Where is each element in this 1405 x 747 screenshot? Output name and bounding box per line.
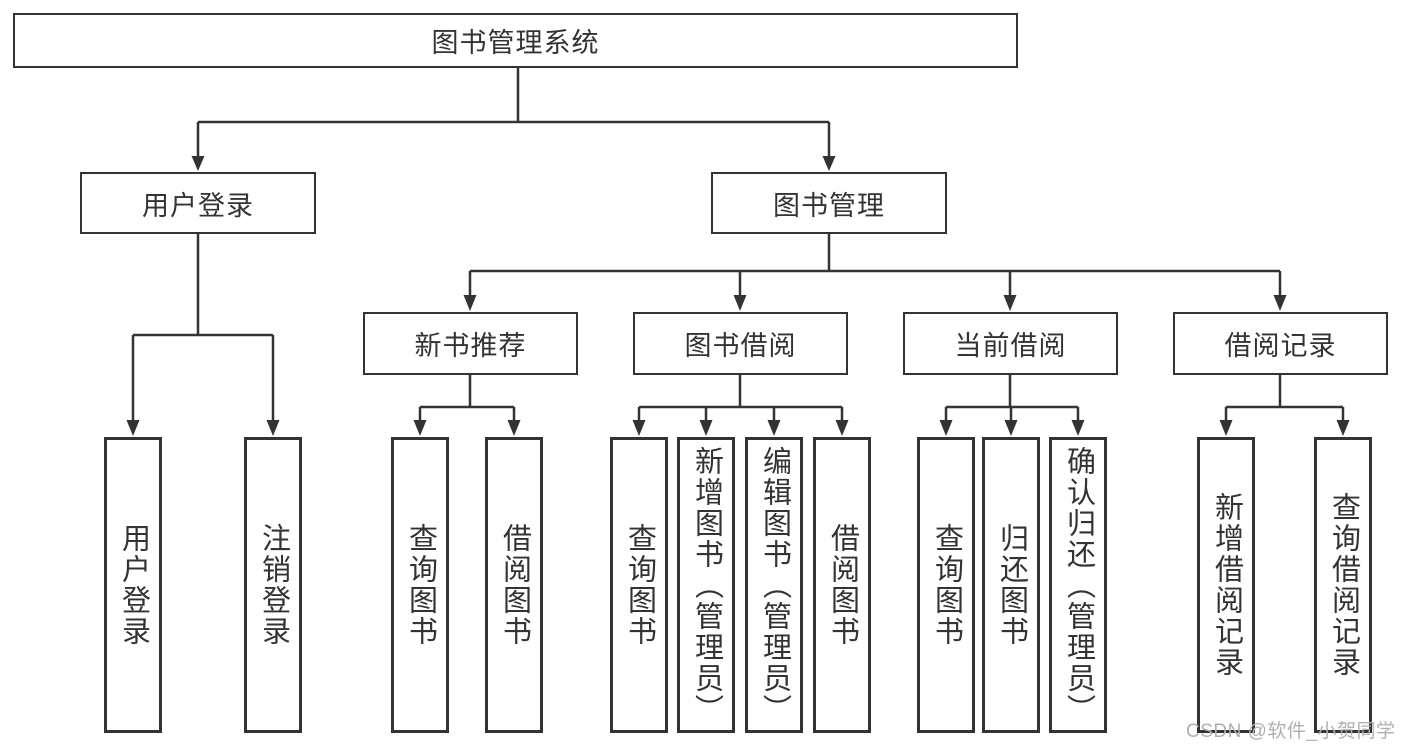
leaf-current-return-books-label: 归还图书 xyxy=(995,523,1028,647)
leaf-records-query-record: 查询借阅记录 xyxy=(1314,437,1372,733)
leaf-logout: 注销登录 xyxy=(244,437,302,733)
leaf-current-return-books: 归还图书 xyxy=(982,437,1040,733)
leaf-records-add-record-label: 新增借阅记录 xyxy=(1210,492,1243,678)
node-user-login: 用户登录 xyxy=(80,172,316,234)
leaf-recommend-query-books: 查询图书 xyxy=(391,437,449,733)
leaf-borrowing-query-books-label: 查询图书 xyxy=(623,523,656,647)
leaf-logout-label: 注销登录 xyxy=(257,523,290,647)
node-book-management: 图书管理 xyxy=(711,172,947,234)
leaf-current-confirm-return-admin-label: 确认归还（管理员） xyxy=(1062,445,1095,725)
leaf-current-query-books-label: 查询图书 xyxy=(930,523,963,647)
leaf-borrowing-edit-books-admin: 编辑图书（管理员） xyxy=(745,437,803,733)
leaf-recommend-borrow-books: 借阅图书 xyxy=(485,437,543,733)
node-book-borrowing-label: 图书借阅 xyxy=(684,331,797,361)
node-library-system: 图书管理系统 xyxy=(13,13,1018,68)
node-new-book-recommend: 新书推荐 xyxy=(363,312,578,375)
leaf-user-login: 用户登录 xyxy=(104,437,162,733)
leaf-borrowing-add-books-admin: 新增图书（管理员） xyxy=(677,437,735,733)
tree-connectors xyxy=(131,68,1345,422)
leaf-borrowing-borrow-books: 借阅图书 xyxy=(813,437,871,733)
leaf-recommend-borrow-books-label: 借阅图书 xyxy=(498,523,531,647)
leaf-borrowing-query-books: 查询图书 xyxy=(610,437,668,733)
leaf-records-add-record: 新增借阅记录 xyxy=(1197,437,1255,733)
node-library-system-label: 图书管理系统 xyxy=(431,28,600,58)
csdn-watermark: CSDN @软件_小贺同学 xyxy=(1186,721,1396,742)
leaf-recommend-query-books-label: 查询图书 xyxy=(404,523,437,647)
node-new-book-recommend-label: 新书推荐 xyxy=(414,331,527,361)
leaf-records-query-record-label: 查询借阅记录 xyxy=(1327,492,1360,678)
leaf-user-login-label: 用户登录 xyxy=(117,523,150,647)
leaf-current-query-books: 查询图书 xyxy=(917,437,975,733)
arrowhead-icons xyxy=(126,156,1350,436)
leaf-current-confirm-return-admin: 确认归还（管理员） xyxy=(1049,437,1107,733)
node-book-management-label: 图书管理 xyxy=(773,190,885,221)
node-borrowing-records: 借阅记录 xyxy=(1173,312,1388,375)
node-current-borrowing: 当前借阅 xyxy=(903,312,1118,375)
leaf-borrowing-borrow-books-label: 借阅图书 xyxy=(826,523,859,647)
leaf-borrowing-edit-books-admin-label: 编辑图书（管理员） xyxy=(758,445,791,725)
node-current-borrowing-label: 当前借阅 xyxy=(954,331,1067,361)
node-borrowing-records-label: 借阅记录 xyxy=(1224,331,1337,361)
leaf-borrowing-add-books-admin-label: 新增图书（管理员） xyxy=(690,445,723,725)
node-book-borrowing: 图书借阅 xyxy=(633,312,848,375)
node-user-login-label: 用户登录 xyxy=(142,190,254,221)
